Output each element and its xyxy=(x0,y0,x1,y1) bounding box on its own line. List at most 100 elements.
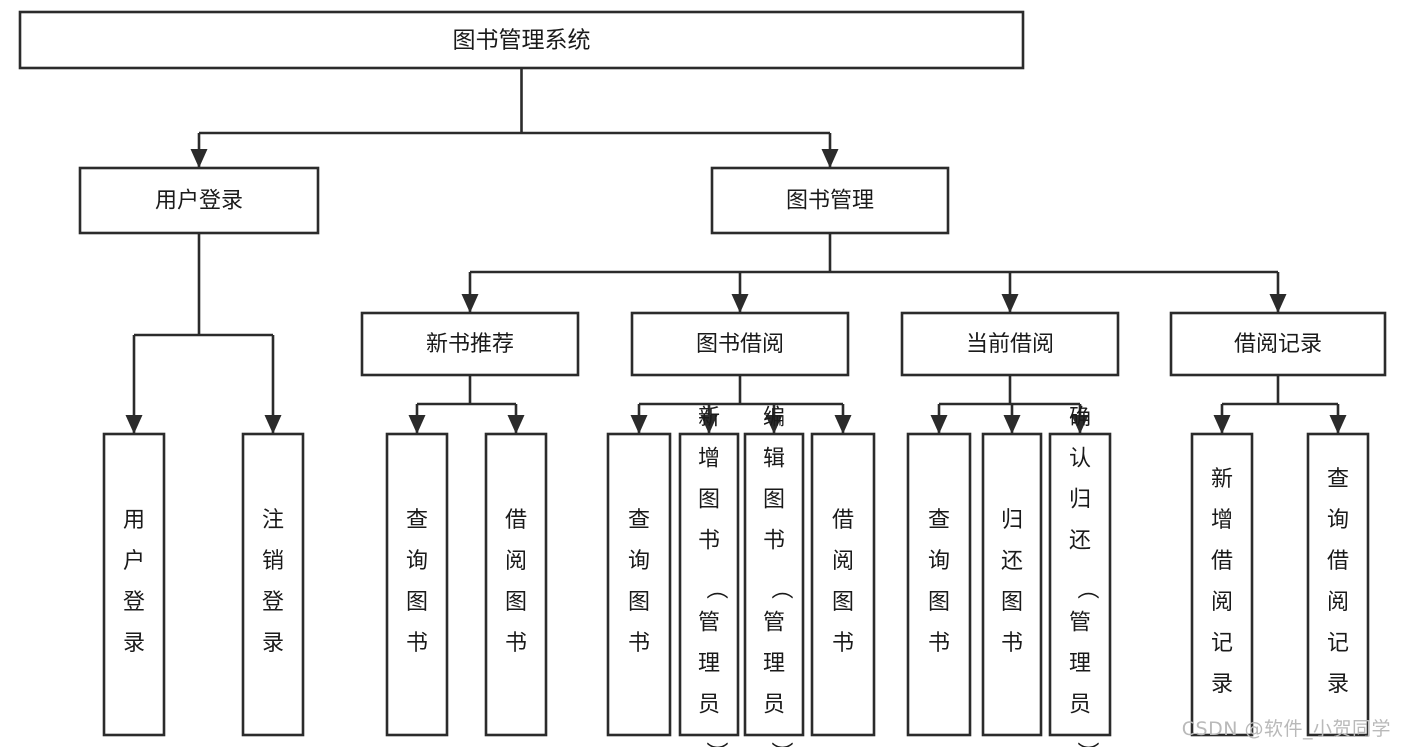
connector-arrowhead xyxy=(700,415,718,434)
leaf-label-char: 录 xyxy=(1211,672,1233,697)
connector-layer xyxy=(125,68,1347,434)
leaf-label-char: 书 xyxy=(832,631,854,656)
connector-arrowhead xyxy=(1001,294,1019,313)
connector-arrowhead xyxy=(834,415,852,434)
leaf-label-char: 理 xyxy=(763,652,785,677)
leaf-label-char: 图 xyxy=(698,488,720,513)
leaf-node-box[interactable] xyxy=(606,432,672,737)
leaf-node-box[interactable] xyxy=(981,432,1043,737)
leaf-node-box[interactable] xyxy=(743,432,805,737)
leaf-label-char: 书 xyxy=(505,631,527,656)
leaf-label-char: 编 xyxy=(763,406,785,431)
leaf-label-char: 图 xyxy=(1001,590,1023,615)
connector-arrowhead xyxy=(190,149,208,168)
leaf-label-char: 查 xyxy=(406,508,428,533)
node-layer xyxy=(18,10,1387,737)
connector-arrowhead xyxy=(1003,415,1021,434)
level2-node-box[interactable] xyxy=(360,311,580,377)
leaf-label-char: 归 xyxy=(1001,508,1023,533)
level2-node-label: 新书推荐 xyxy=(426,332,514,357)
leaf-label-char: 认 xyxy=(1069,447,1091,472)
leaf-node-box[interactable] xyxy=(906,432,972,737)
leaf-node-box[interactable] xyxy=(1306,432,1370,737)
level2-node-label: 当前借阅 xyxy=(966,332,1054,357)
leaf-node-box[interactable] xyxy=(810,432,876,737)
leaf-label-char: 询 xyxy=(928,549,950,574)
level2-node-label: 借阅记录 xyxy=(1234,332,1322,357)
leaf-label-char: 归 xyxy=(1069,488,1091,513)
leaf-label-char: 记 xyxy=(1327,631,1349,656)
leaf-node-box[interactable] xyxy=(385,432,449,737)
leaf-label-char: 新 xyxy=(698,406,720,431)
leaf-node-box[interactable] xyxy=(241,432,305,737)
leaf-label-char: 登 xyxy=(123,590,145,615)
level1-node-box[interactable] xyxy=(78,166,320,235)
leaf-label-char: 借 xyxy=(505,508,527,533)
leaf-label-char: 阅 xyxy=(832,549,854,574)
level1-node-box[interactable] xyxy=(710,166,950,235)
connector-arrowhead xyxy=(264,415,282,434)
leaf-node-box[interactable] xyxy=(678,432,740,737)
leaf-label-char: 书 xyxy=(1001,631,1023,656)
leaf-label-char: 还 xyxy=(1001,549,1023,574)
leaf-label-char: 户 xyxy=(123,549,145,574)
leaf-label-char: 理 xyxy=(1069,652,1091,677)
leaf-label-char: 图 xyxy=(406,590,428,615)
leaf-label-char: 书 xyxy=(763,529,785,554)
watermark: CSDN @软件_小贺同学 xyxy=(1181,718,1391,740)
leaf-label-char: 增 xyxy=(1211,508,1233,533)
leaf-label-char: ） xyxy=(703,741,728,747)
connector-arrowhead xyxy=(1269,294,1287,313)
level2-node-box[interactable] xyxy=(1169,311,1387,377)
connector-arrowhead xyxy=(1071,415,1089,434)
leaf-label-char: 借 xyxy=(1327,549,1349,574)
leaf-label-char: 借 xyxy=(832,508,854,533)
leaf-node-box[interactable] xyxy=(484,432,548,737)
leaf-label-char: 管 xyxy=(1069,611,1091,636)
leaf-label-char: 增 xyxy=(698,447,720,472)
level2-node-box[interactable] xyxy=(630,311,850,377)
leaf-label-char: ） xyxy=(1074,741,1099,747)
leaf-label-char: 询 xyxy=(628,549,650,574)
leaf-label-char: 登 xyxy=(262,590,284,615)
leaf-label-char: 书 xyxy=(698,529,720,554)
leaf-label-char: 员 xyxy=(1069,693,1091,718)
leaf-label-char: 理 xyxy=(698,652,720,677)
leaf-label-char: 查 xyxy=(928,508,950,533)
level1-node-label: 用户登录 xyxy=(155,189,243,214)
leaf-label-char: 查 xyxy=(1327,467,1349,492)
leaf-label-char: 阅 xyxy=(1327,590,1349,615)
leaf-label-char: 确 xyxy=(1069,406,1091,431)
leaf-label-char: 查 xyxy=(628,508,650,533)
level2-node-box[interactable] xyxy=(900,311,1120,377)
connector-arrowhead xyxy=(1213,415,1231,434)
leaf-label-char: 用 xyxy=(123,508,145,533)
leaf-node-box[interactable] xyxy=(1190,432,1254,737)
connector-arrowhead xyxy=(1329,415,1347,434)
leaf-label-char: 员 xyxy=(763,693,785,718)
leaf-label-char: 书 xyxy=(406,631,428,656)
leaf-label-char: 借 xyxy=(1211,549,1233,574)
root-node-box[interactable] xyxy=(18,10,1025,70)
leaf-label-char: 注 xyxy=(262,508,284,533)
connector-arrowhead xyxy=(125,415,143,434)
connector-arrowhead xyxy=(507,415,525,434)
connector-arrowhead xyxy=(461,294,479,313)
leaf-label-char: 询 xyxy=(1327,508,1349,533)
leaf-label-char: ） xyxy=(768,741,793,747)
level1-node-label: 图书管理 xyxy=(786,189,874,214)
leaf-node-box[interactable] xyxy=(102,432,166,737)
leaf-node-box[interactable] xyxy=(1048,432,1112,737)
leaf-label-char: （ xyxy=(703,577,728,599)
leaf-label: 用户登录 xyxy=(123,508,145,656)
connector-arrowhead xyxy=(408,415,426,434)
leaf-label-char: 图 xyxy=(505,590,527,615)
connector-arrowhead xyxy=(765,415,783,434)
leaf-label-char: 阅 xyxy=(1211,590,1233,615)
